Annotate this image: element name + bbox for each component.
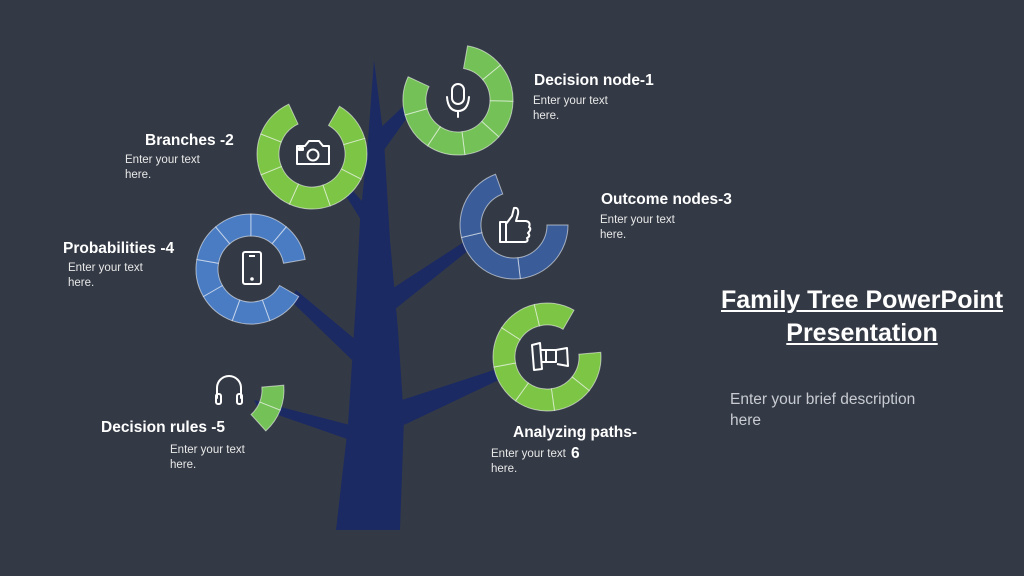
- slide-title: Family Tree PowerPoint Presentation: [720, 286, 1004, 347]
- node-text-decision-node: Enter your text here.: [533, 95, 608, 122]
- ring-segment: [260, 103, 299, 143]
- ring-branches: [256, 103, 368, 210]
- microphone-icon: [446, 83, 470, 118]
- slide-description: Enter your brief description here: [730, 391, 916, 429]
- ring-segment: [271, 226, 306, 264]
- ring-outcome-nodes: [459, 173, 569, 280]
- ring-probabilities: [195, 213, 306, 325]
- node-text-branches: Enter your text here.: [125, 154, 200, 181]
- ring-decision-rules: [250, 384, 285, 432]
- thumbs-up-icon: [499, 206, 532, 243]
- ring-analyzing-paths: [492, 302, 602, 412]
- node-title-decision-rules: Decision rules -5: [101, 419, 226, 436]
- ring-segment: [327, 105, 366, 146]
- ring-segment: [402, 76, 430, 116]
- smartphone-icon: [242, 251, 262, 285]
- node-title-suffix: 6: [571, 445, 580, 462]
- ring-segment: [533, 302, 575, 330]
- node-title-branches: Branches -2: [145, 132, 234, 149]
- node-text-probabilities: Enter your text here.: [68, 262, 143, 289]
- ring-segment: [250, 401, 281, 432]
- node-title-analyzing-paths: Analyzing paths-: [513, 424, 638, 441]
- node-title-probabilities: Probabilities -4: [63, 240, 175, 257]
- node-text-outcome-nodes: Enter your text here.: [600, 214, 675, 241]
- node-title-outcome-nodes: Outcome nodes-3: [601, 191, 732, 208]
- ring-segment: [517, 224, 569, 280]
- headphones-icon: [215, 375, 243, 405]
- node-title-decision-node: Decision node-1: [534, 72, 654, 89]
- node-text-decision-rules: Enter your text here.: [170, 444, 245, 471]
- binoculars-icon: [531, 342, 569, 371]
- camera-icon: [296, 140, 330, 165]
- node-text-analyzing-paths: Enter your text here.: [491, 448, 566, 475]
- ring-decision-node: [402, 45, 514, 156]
- ring-segment: [460, 232, 521, 280]
- ring-segment: [459, 173, 504, 239]
